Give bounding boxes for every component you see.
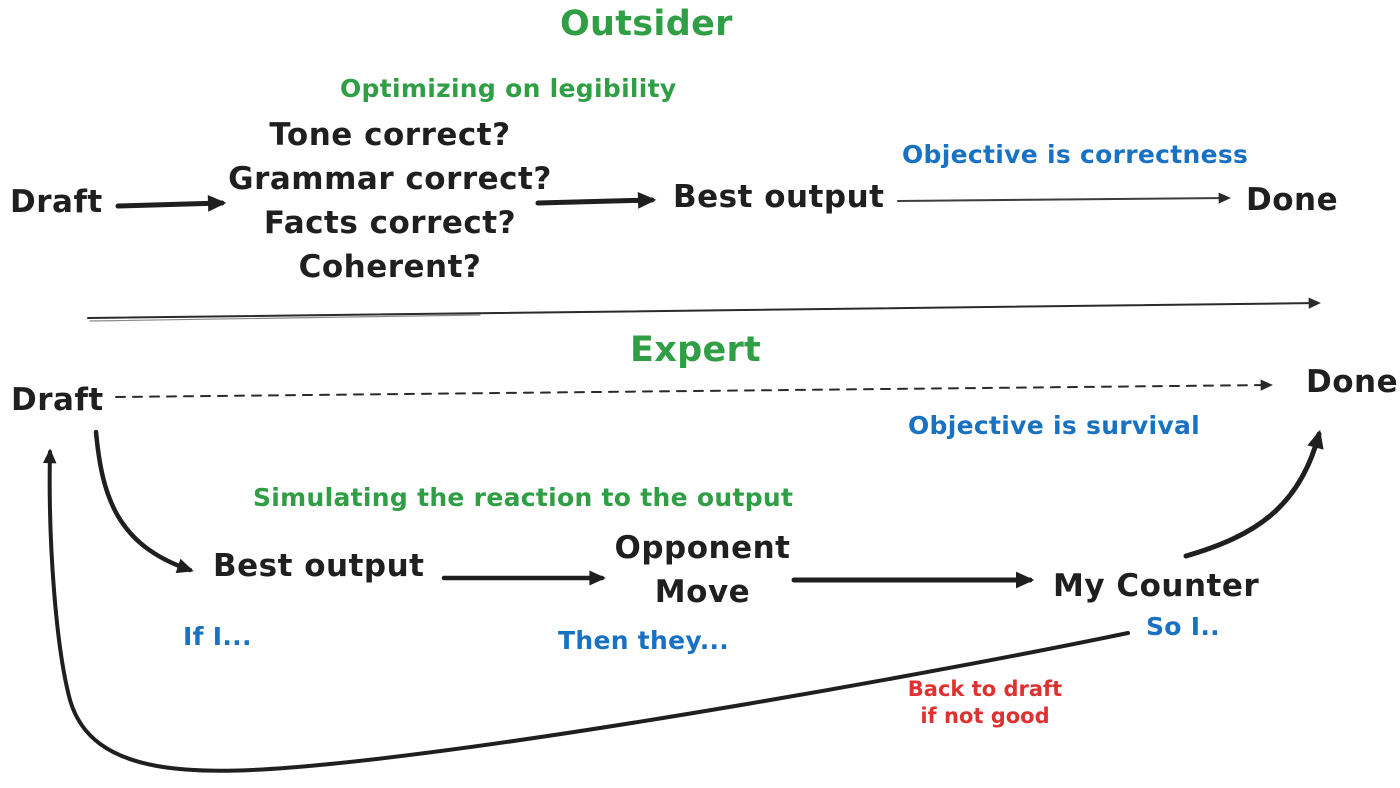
outsider-checklist: Tone correct? Grammar correct? Facts cor… xyxy=(225,113,555,289)
curve-draft-to-best-output xyxy=(93,429,194,574)
back-to-draft-line: if not good xyxy=(920,704,1050,728)
outsider-annotation-legibility: Optimizing on legibility xyxy=(340,74,677,103)
expert-caption-if: If I... xyxy=(183,622,252,651)
arrow-checklist-to-best-output xyxy=(535,191,657,209)
curve-my-counter-to-done xyxy=(1183,429,1324,559)
opponent-move-line: Opponent xyxy=(614,530,791,566)
outsider-annotation-objective: Objective is correctness xyxy=(902,140,1249,169)
opponent-move-line: Move xyxy=(654,574,751,610)
outsider-title: Outsider xyxy=(560,4,733,44)
expert-caption-so: So I.. xyxy=(1146,612,1220,641)
expert-node-done: Done xyxy=(1306,364,1399,400)
divider-arrow-sketch-stroke xyxy=(89,314,481,322)
dashed-arrow-draft-to-done xyxy=(115,379,1273,398)
checklist-item: Facts correct? xyxy=(263,205,517,241)
expert-annotation-objective: Objective is survival xyxy=(908,411,1201,440)
checklist-item: Coherent? xyxy=(298,249,482,285)
expert-node-draft: Draft xyxy=(11,382,104,418)
divider-arrow xyxy=(87,297,1321,319)
loop-back-to-draft xyxy=(43,448,1130,773)
back-to-draft-line: Back to draft xyxy=(907,677,1063,701)
checklist-item: Grammar correct? xyxy=(228,161,552,197)
outsider-node-done: Done xyxy=(1246,182,1339,218)
expert-node-opponent-move: Opponent Move xyxy=(610,526,795,614)
expert-node-my-counter: My Counter xyxy=(1053,568,1260,604)
checklist-item: Tone correct? xyxy=(269,117,511,153)
outsider-node-best-output: Best output xyxy=(673,179,885,215)
expert-annotation-back-to-draft: Back to draft if not good xyxy=(890,676,1080,730)
expert-title: Expert xyxy=(630,330,762,370)
arrow-draft-to-checklist xyxy=(115,195,227,212)
expert-caption-then: Then they... xyxy=(558,626,730,655)
expert-annotation-simulating: Simulating the reaction to the output xyxy=(253,483,794,512)
outsider-node-draft: Draft xyxy=(10,184,103,220)
arrow-best-output-to-done xyxy=(897,192,1231,204)
expert-node-best-output: Best output xyxy=(213,548,425,584)
